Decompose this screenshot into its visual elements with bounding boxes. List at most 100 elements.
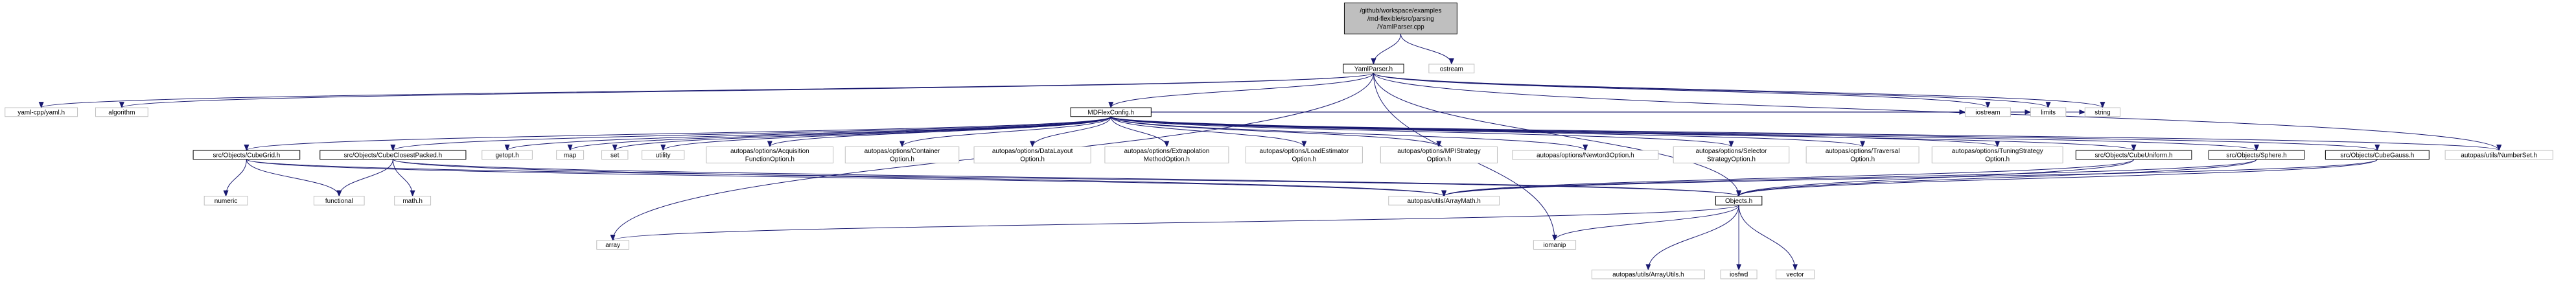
- node-label: functional: [325, 198, 353, 205]
- node-iosfwd: iosfwd: [1720, 269, 1758, 279]
- node-cubegauss-h[interactable]: src/Objects/CubeGauss.h: [2325, 150, 2430, 160]
- edge-cubegrid-h-to-objects-h: [246, 159, 1741, 197]
- node-label: math.h: [402, 198, 423, 205]
- node-numeric: numeric: [203, 196, 248, 206]
- node-label: src/Objects/CubeGauss.h: [2340, 152, 2414, 159]
- edge-sphere-h-to-objects-h: [1736, 159, 2257, 197]
- node-box: [1776, 269, 1815, 279]
- node-box: [313, 196, 365, 206]
- node-box: [1512, 150, 1659, 160]
- node-label: src/Objects/Sphere.h: [2226, 152, 2286, 159]
- node-label: autopas/options/TuningStrategy: [1952, 148, 2043, 155]
- node-label: limits: [2041, 109, 2056, 116]
- node-box: [596, 240, 629, 250]
- edge-cubegrid-h-to-functional: [246, 159, 342, 197]
- node-label: autopas/options/Container: [864, 148, 940, 155]
- edge-mdflexconfig-h-to-extrapolation-option: [1110, 116, 1170, 148]
- edge-cubeclosestpacked-h-to-math-h: [392, 159, 415, 197]
- node-box: [192, 150, 301, 160]
- node-box: [1380, 146, 1498, 163]
- node-label: autopas/options/Extrapolation: [1124, 148, 1210, 155]
- edge-mdflexconfig-h-to-container-option: [899, 116, 1111, 148]
- node-label: iomanip: [1543, 242, 1566, 249]
- node-box: [642, 150, 685, 160]
- node-string: string: [2084, 107, 2121, 117]
- node-box: [973, 146, 1091, 163]
- node-label: src/Objects/CubeGrid.h: [213, 152, 280, 159]
- node-getopt-h: getopt.h: [482, 150, 533, 160]
- node-label: Option.h: [1427, 156, 1452, 163]
- node-arrayutils-h: autopas/utils/ArrayUtils.h: [1591, 269, 1705, 279]
- node-cubeuniform-h[interactable]: src/Objects/CubeUniform.h: [2075, 150, 2192, 160]
- node-label: Objects.h: [1725, 198, 1752, 205]
- node-label: StrategyOption.h: [1707, 156, 1756, 163]
- edge-mdflexconfig-h-to-map: [567, 116, 1111, 152]
- edge-mdflexconfig-h-to-cubeuniform-h: [1110, 116, 2137, 152]
- node-box: [1931, 146, 2063, 163]
- node-label: FunctionOption.h: [745, 156, 795, 163]
- edge-mdflexconfig-h-to-sphere-h: [1110, 116, 2259, 152]
- node-label: autopas/options/MPIStrategy: [1397, 148, 1480, 155]
- edge-yamlparser-h-to-numberset-h: [1373, 73, 2501, 152]
- node-label: /YamlParser.cpp: [1377, 23, 1424, 30]
- node-math-h: math.h: [394, 196, 432, 206]
- node-label: Option.h: [1292, 156, 1316, 163]
- node-box: [2208, 150, 2305, 160]
- node-label: numeric: [215, 198, 238, 205]
- node-mdflexconfig-h[interactable]: MDFlexConfig.h: [1070, 107, 1152, 117]
- edge-mdflexconfig-h-to-numberset-h: [1110, 116, 2501, 152]
- node-label: autopas/options/Traversal: [1826, 148, 1900, 155]
- edge-yamlparser-h-to-string: [1373, 73, 2106, 109]
- edge-cubeuniform-h-to-objects-h: [1736, 159, 2135, 197]
- edge-cubeclosestpacked-h-to-arraymath-h: [392, 159, 1446, 197]
- edge-yamlparser-cpp-to-yamlparser-h: [1371, 34, 1401, 65]
- node-box: [1245, 146, 1363, 163]
- node-yamlparser-h[interactable]: YamlParser.h: [1343, 64, 1404, 74]
- edge-cubeclosestpacked-h-to-functional: [336, 159, 393, 197]
- node-box: [2084, 107, 2121, 117]
- node-cubeclosestpacked-h[interactable]: src/Objects/CubeClosestPacked.h: [319, 150, 467, 160]
- node-box: [2030, 107, 2067, 117]
- edge-yamlparser-cpp-to-ostream: [1400, 34, 1454, 65]
- node-label: iostream: [1975, 109, 2000, 116]
- node-box: [1720, 269, 1758, 279]
- edge-cubegrid-h-to-numeric: [223, 159, 247, 197]
- node-sphere-h[interactable]: src/Objects/Sphere.h: [2208, 150, 2305, 160]
- edge-sphere-h-to-arraymath-h: [1441, 159, 2257, 197]
- node-box: [1428, 64, 1475, 74]
- nodes-layer: /github/workspace/examples/md-flexible/s…: [5, 3, 2553, 279]
- node-box: [1070, 107, 1152, 117]
- node-box: [1805, 146, 1920, 163]
- node-numberset-h: autopas/utils/NumberSet.h: [2444, 150, 2553, 160]
- node-label: getopt.h: [496, 152, 519, 159]
- node-label: utility: [656, 152, 671, 159]
- node-box: [95, 107, 148, 117]
- node-limits: limits: [2030, 107, 2067, 117]
- edge-mdflexconfig-h-to-getopt-h: [504, 116, 1111, 152]
- node-label: autopas/utils/ArrayUtils.h: [1612, 272, 1684, 279]
- node-acq-option: autopas/options/AcquisitionFunctionOptio…: [706, 146, 834, 163]
- edge-cubegauss-h-to-objects-h: [1736, 159, 2378, 197]
- node-iomanip: iomanip: [1533, 240, 1577, 250]
- node-utility: utility: [642, 150, 685, 160]
- node-cubegrid-h[interactable]: src/Objects/CubeGrid.h: [192, 150, 301, 160]
- edge-cubeclosestpacked-h-to-objects-h: [392, 159, 1741, 197]
- node-label: MDFlexConfig.h: [1087, 109, 1134, 116]
- node-vector: vector: [1776, 269, 1815, 279]
- node-box: [706, 146, 834, 163]
- node-label: autopas/utils/NumberSet.h: [2461, 152, 2537, 159]
- node-objects-h[interactable]: Objects.h: [1715, 196, 1763, 206]
- node-label: algorithm: [108, 109, 135, 116]
- node-label: vector: [1786, 272, 1804, 279]
- edge-yamlparser-h-to-mdflexconfig-h: [1108, 73, 1374, 109]
- edge-mdflexconfig-h-to-loadestimator-option: [1110, 116, 1307, 148]
- edge-objects-h-to-array: [610, 204, 1739, 241]
- node-label: yaml-cpp/yaml.h: [17, 109, 65, 116]
- node-box: [2444, 150, 2553, 160]
- node-yamlparser-cpp[interactable]: /github/workspace/examples/md-flexible/s…: [1343, 3, 1457, 34]
